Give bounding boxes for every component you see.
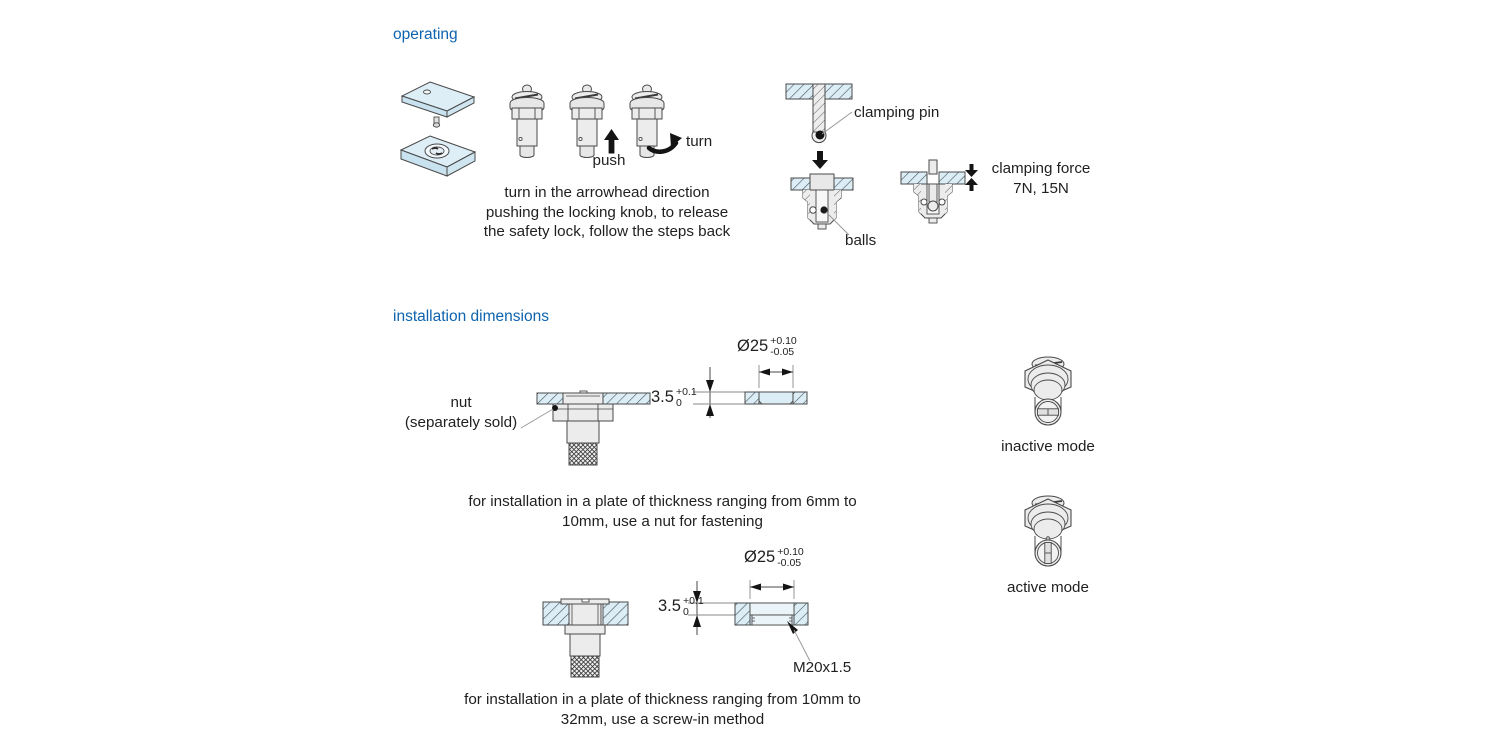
install-nut-figure [520,390,651,466]
depth-value: 3.5 [658,597,681,615]
install-screw-caption: for installation in a plate of thickness… [455,690,870,729]
nut-label: nut (separately sold) [398,393,524,432]
diameter-tol-minus: -0.05 [770,345,795,358]
inactive-mode-label: inactive mode [1001,438,1095,455]
diameter-dimension: Ø25 +0.10 -0.05 [744,547,804,568]
cross-section-clamped-figure [790,173,854,236]
dimension-figure-screw [688,580,811,662]
install-screw-caption-line-1: for installation in a plate of thickness… [464,691,861,708]
clamping-pin-figure [785,83,853,144]
plates-isometric-figure [399,81,477,177]
depth-tol-minus: 0 [675,396,682,409]
knob-figure [509,84,545,158]
diameter-value: Ø25 [744,548,776,566]
operating-caption-line-1: turn in the arrowhead direction [504,184,710,201]
install-nut-caption-line-1: for installation in a plate of thickness… [468,493,857,510]
turn-arrow-icon [646,133,682,154]
dimension-figure-nut [693,365,808,418]
depth-tol-plus: +0.1 [682,595,704,607]
depth-dimension: 3.5 +0.1 0 [651,387,697,408]
inactive-mode-figure [1024,356,1072,426]
depth-tol-minus: 0 [682,605,689,618]
clamping-force-arrows-icon [965,164,978,191]
install-nut-caption-line-2: 10mm, use a nut for fastening [562,512,763,530]
diameter-tol-plus: +0.10 [777,546,804,558]
balls-label: balls [845,232,877,249]
turn-label: turn [686,133,713,150]
depth-tol-plus: +0.1 [675,386,697,398]
nut-label-line-1: nut [450,394,472,411]
push-arrow-icon [604,129,619,154]
depth-value: 3.5 [651,388,674,406]
knob-figure [629,84,665,158]
down-arrow-icon [812,151,828,169]
knob-figure [569,84,605,158]
clamping-pin-label: clamping pin [854,104,940,121]
diameter-tol-plus: +0.10 [770,335,797,347]
install-screw-figure [542,598,629,678]
diameter-value: Ø25 [737,337,769,355]
cross-section-force-figure [900,159,966,224]
depth-tolerance: +0.1 0 [676,387,697,408]
depth-dimension: 3.5 +0.1 0 [658,596,704,617]
clamping-force-line-2: 7N, 15N [1013,179,1069,197]
operating-heading: operating [393,26,458,43]
clamping-force-line-1: clamping force [991,160,1091,177]
active-mode-figure [1024,495,1072,567]
nut-label-line-2: (separately sold) [404,413,518,431]
operating-caption-line-2: pushing the locking knob, to release [485,203,729,221]
installation-heading: installation dimensions [393,308,549,325]
install-nut-caption: for installation in a plate of thickness… [455,492,870,531]
push-label: push [592,152,626,169]
clamping-force-label: clamping force 7N, 15N [984,159,1098,198]
install-screw-caption-line-2: 32mm, use a screw-in method [560,710,765,728]
active-mode-label: active mode [1007,579,1089,596]
diameter-tol-minus: -0.05 [777,556,802,569]
diameter-tolerance: +0.10 -0.05 [777,547,804,568]
thread-label: M20x1.5 [793,659,852,676]
diameter-dimension: Ø25 +0.10 -0.05 [737,336,797,357]
operating-caption-line-3: the safety lock, follow the steps back [483,223,731,240]
operating-caption: turn in the arrowhead direction pushing … [449,183,765,242]
depth-tolerance: +0.1 0 [683,596,704,617]
diameter-tolerance: +0.10 -0.05 [770,336,797,357]
